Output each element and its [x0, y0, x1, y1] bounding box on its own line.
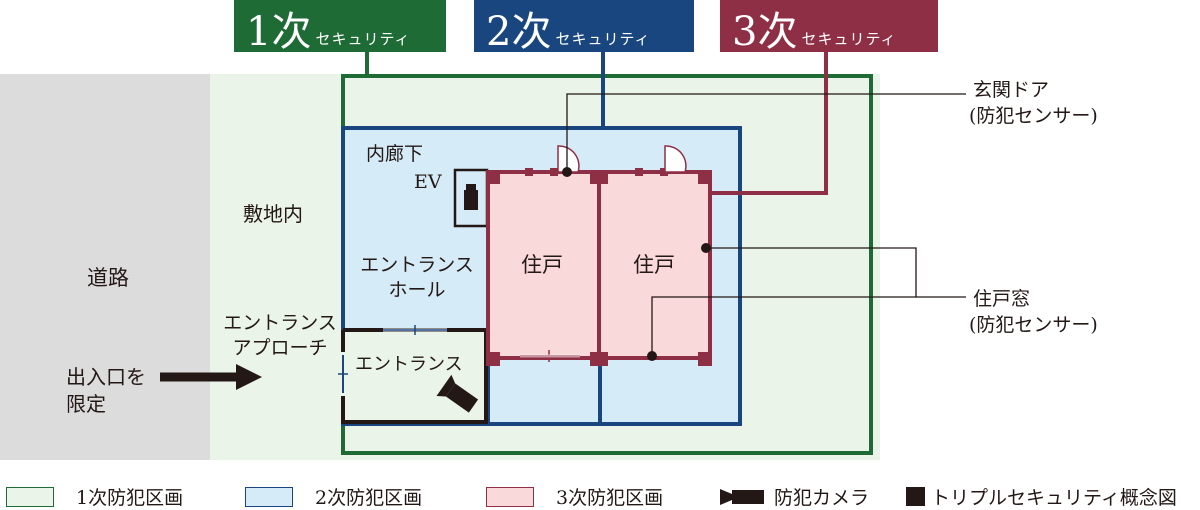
security-tag-2-num: 2次	[486, 9, 552, 55]
gate-label: 出入口を 限定	[66, 364, 146, 418]
legend-zone2-label: 2次防犯区画	[315, 487, 423, 509]
road-label: 道路	[87, 266, 129, 290]
security-tag-1-word: セキュリティ	[315, 30, 411, 48]
ev-label: EV	[414, 171, 442, 193]
unit-2-door	[664, 145, 687, 173]
security-tag-3-num: 3次	[732, 9, 798, 55]
entrance-approach-label-line2: アプローチ	[232, 337, 328, 359]
security-tag-1-num: 1次	[246, 9, 312, 55]
window-label-line1: 住戸窓	[973, 288, 1031, 310]
entrance-approach-label: エントランス アプローチ	[215, 314, 345, 358]
unit-2	[597, 170, 712, 360]
security-tag-2-word: セキュリティ	[555, 30, 651, 48]
window-sensor-dot-upper	[701, 243, 711, 253]
window-label-line2: (防犯センサー)	[969, 313, 1098, 336]
front-door-label: 玄関ドア (防犯センサー)	[969, 78, 1098, 129]
gate-label-line1: 出入口を	[66, 365, 146, 389]
elevator-camera-icon	[464, 190, 478, 210]
elevator-camera-lens-icon	[466, 184, 476, 190]
legend-camera-label: 防犯カメラ	[774, 487, 870, 509]
legend-zone3-label: 3次防犯区画	[556, 487, 664, 509]
window-leader-lower	[651, 296, 916, 356]
unit-1-label: 住戸	[521, 253, 563, 277]
legend-zone3-swatch	[486, 486, 534, 507]
window-leader-upper	[706, 247, 966, 298]
front-door-leader	[566, 93, 966, 172]
corridor-label: 内廊下	[366, 143, 424, 165]
legend-zone2: 2次防犯区画	[245, 483, 422, 510]
legend-zone3: 3次防犯区画	[486, 483, 663, 510]
front-door-sensor-dot	[562, 167, 572, 177]
entrance-approach-label-line1: エントランス	[223, 312, 337, 334]
legend-camera: 防犯カメラ	[720, 483, 869, 510]
window-label: 住戸窓 (防犯センサー)	[969, 287, 1098, 338]
entrance-camera-icon	[436, 374, 479, 413]
legend-concept: トリプルセキュリティ概念図	[906, 483, 1177, 510]
window-sensor-dot-lower	[647, 351, 657, 361]
unit-1-door	[557, 145, 580, 173]
security-tag-1: 1次 セキュリティ	[234, 0, 446, 52]
legend-zone1: 1次防犯区画	[6, 483, 183, 510]
security-tag-3: 3次 セキュリティ	[720, 0, 938, 52]
front-door-label-line2: (防犯センサー)	[969, 104, 1098, 127]
unit-1	[486, 170, 601, 360]
site-label: 敷地内	[243, 202, 303, 226]
gate-label-line2: 限定	[66, 392, 106, 416]
entrance-hall-label-line2: ホール	[388, 279, 446, 301]
gate-arrow-head	[236, 364, 262, 390]
road-area	[0, 74, 210, 460]
security-tag-3-word: セキュリティ	[801, 30, 897, 48]
legend-concept-label: トリプルセキュリティ概念図	[931, 487, 1177, 509]
tag3-connector	[710, 52, 828, 195]
unit-2-label: 住戸	[633, 253, 675, 277]
front-door-label-line1: 玄関ドア	[973, 79, 1050, 101]
camera-icon	[720, 488, 764, 505]
unit-posts	[486, 168, 712, 366]
black-square-icon	[906, 487, 925, 506]
entrance-label: エントランス	[355, 354, 463, 375]
legend-zone1-swatch	[6, 486, 54, 507]
entrance-hall-label: エントランス ホール	[358, 256, 476, 300]
legend-zone2-swatch	[245, 486, 293, 507]
entrance-hall-label-line1: エントランス	[360, 254, 474, 276]
security-tag-2: 2次 セキュリティ	[474, 0, 694, 52]
legend-zone1-label: 1次防犯区画	[76, 487, 184, 509]
